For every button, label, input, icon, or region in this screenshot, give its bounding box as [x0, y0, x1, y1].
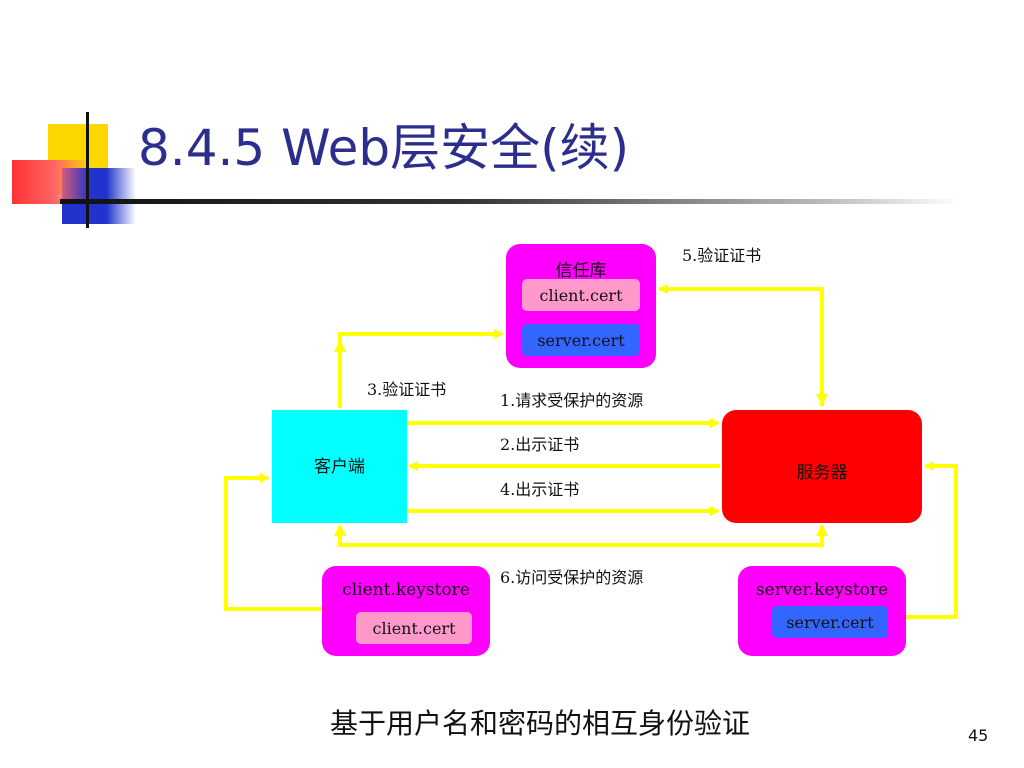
client-keystore-cert: client.cert — [356, 612, 472, 644]
client-box: 客户端 — [272, 410, 407, 523]
client-keystore-box: client.keystore client.cert — [322, 566, 490, 656]
arrow-client-keystore-link — [224, 473, 322, 611]
trust-store-client-cert: client.cert — [522, 279, 640, 311]
step-1-label: 1.请求受保护的资源 — [500, 391, 644, 410]
trust-store-label: 信任库 — [555, 261, 607, 281]
slide-caption: 基于用户名和密码的相互身份验证 — [330, 707, 751, 740]
server-keystore-cert: server.cert — [772, 606, 888, 638]
step-2-label: 2.出示证书 — [500, 435, 580, 454]
title-deco-red-square — [12, 160, 90, 204]
step-6-label: 6.访问受保护的资源 — [500, 568, 644, 587]
client-label: 客户端 — [314, 457, 365, 477]
arrow-access-resource — [338, 526, 824, 547]
title-deco-vertical-line — [86, 112, 89, 228]
client-keystore-label: client.keystore — [342, 580, 470, 600]
server-box: 服务器 — [722, 410, 922, 523]
page-number: 45 — [968, 726, 989, 745]
arrow-server-verify-cert — [658, 284, 824, 406]
trust-store-server-cert: server.cert — [522, 324, 640, 356]
slide-title: 8.4.5 Web层安全(续) — [138, 119, 630, 177]
step-5-label: 5.验证证书 — [682, 246, 762, 265]
server-label: 服务器 — [796, 463, 848, 483]
arrow-server-keystore-link — [906, 461, 958, 619]
trust-store-box: 信任库 client.cert server.cert — [506, 244, 656, 368]
server-keystore-label: server.keystore — [755, 580, 889, 600]
step-4-label: 4.出示证书 — [500, 480, 580, 499]
server-keystore-box: server.keystore server.cert — [738, 566, 906, 656]
title-underline — [60, 199, 960, 204]
arrow-client-verify-cert — [338, 329, 504, 408]
step-3-label: 3.验证证书 — [367, 380, 447, 399]
